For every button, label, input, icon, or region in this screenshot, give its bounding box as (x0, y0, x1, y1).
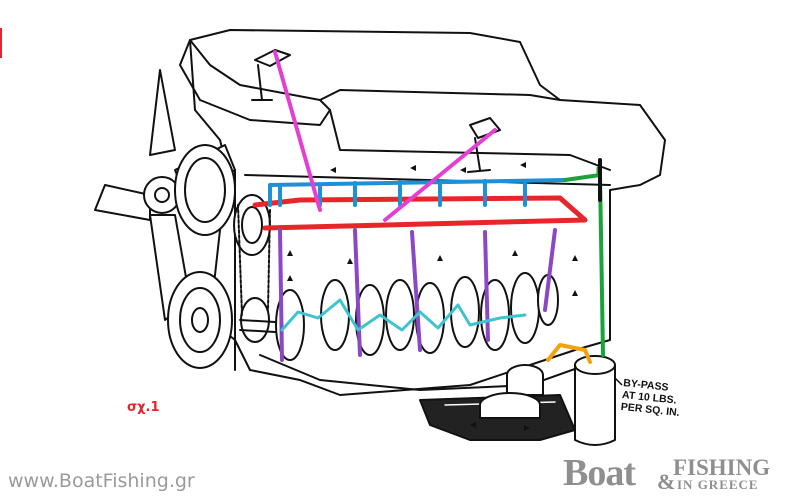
orange-pump-outlet (546, 343, 592, 364)
oil-pump (479, 364, 544, 419)
red-main-gallery (252, 195, 588, 231)
crank-snout (239, 319, 276, 333)
bypass-label: BY-PASS AT 10 LBS. PER SQ. IN. (620, 377, 682, 419)
website-url: www.BoatFishing.gr (8, 470, 195, 492)
boatfishing-logo: Boat & FISHING IN GREECE (563, 452, 793, 495)
crankshaft (275, 272, 559, 361)
green-bypass-line (563, 173, 605, 357)
cyan-crank-passages (280, 298, 527, 332)
figure-label: σχ.1 (127, 400, 160, 415)
oil-pan (259, 354, 601, 391)
pulleys (167, 144, 236, 369)
logo-word-boat: Boat (563, 452, 636, 494)
oil-filter (574, 355, 616, 446)
rocker-arms (251, 49, 501, 173)
flow-arrows (287, 162, 578, 431)
valve-cover-right (319, 89, 611, 171)
magenta-rocker-feed (273, 50, 497, 222)
block-front-edge (234, 169, 611, 371)
edge-mark (0, 28, 2, 58)
blue-upper-gallery (268, 178, 567, 207)
purple-rod-feeds (278, 228, 557, 362)
logo-ampersand: & (657, 469, 676, 494)
logo-word-greece: IN GREECE (677, 477, 759, 492)
valve-cover-left (179, 39, 331, 126)
logo-word-fishing: FISHING (673, 455, 771, 480)
bypass-pointer (614, 377, 623, 386)
